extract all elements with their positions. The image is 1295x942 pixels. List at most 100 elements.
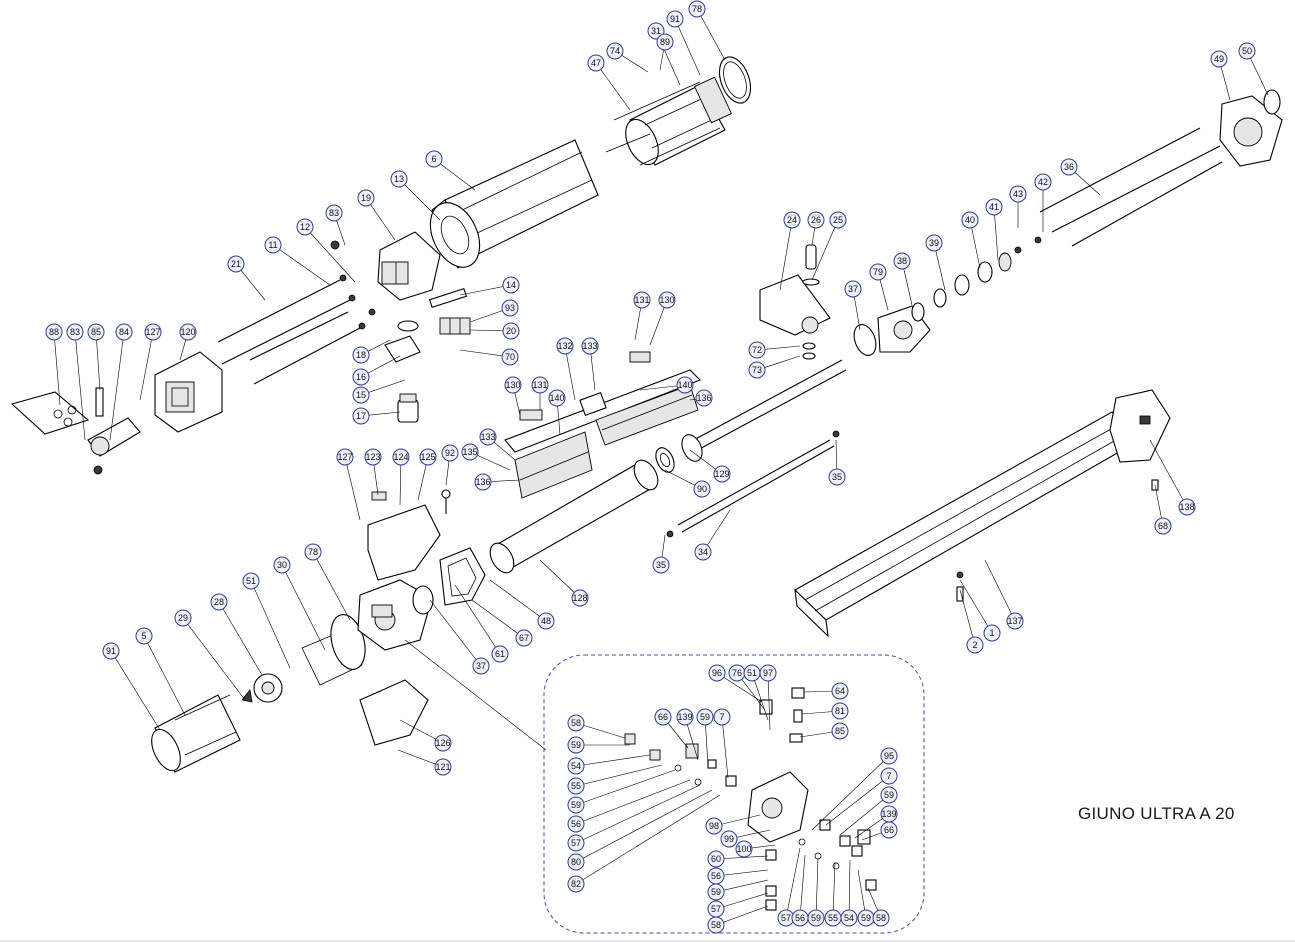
- callout-number: 132: [557, 341, 572, 351]
- callout-64: 64: [803, 682, 849, 700]
- callout-number: 19: [361, 193, 371, 203]
- leader-line: [959, 589, 976, 646]
- callout-circle: [869, 263, 887, 281]
- outer-profile: [794, 389, 1171, 638]
- callout-13: 13: [390, 170, 441, 221]
- callout-circle: [392, 448, 410, 466]
- callout-circle: [705, 817, 723, 835]
- callout-number: 66: [658, 712, 668, 722]
- callout-circle: [264, 236, 282, 254]
- callout-circle: [548, 389, 566, 407]
- callout-number: 55: [571, 781, 581, 791]
- callout-circle: [713, 708, 731, 726]
- callout-number: 5: [141, 631, 146, 641]
- leader-line: [109, 331, 125, 441]
- callout-47: 47: [587, 54, 631, 111]
- callout-98: 98: [705, 814, 761, 835]
- callout-circle: [567, 875, 585, 893]
- callout-circle: [357, 189, 375, 207]
- callout-circle: [504, 376, 522, 394]
- callout-circle: [985, 198, 1003, 216]
- callout-number: 131: [634, 295, 649, 305]
- callout-number: 139: [677, 712, 692, 722]
- callout-circle: [1238, 42, 1256, 60]
- callout-number: 92: [445, 448, 455, 458]
- callout-circle: [461, 443, 479, 461]
- rear-clevis: [87, 387, 141, 475]
- callout-number: 38: [897, 256, 907, 266]
- leader-line: [575, 794, 721, 885]
- callout-circle: [880, 821, 898, 839]
- callout-circle: [1060, 158, 1078, 176]
- callout-number: 91: [106, 646, 116, 656]
- callout-number: 41: [989, 202, 999, 212]
- leader-line: [250, 580, 291, 669]
- callout-number: 83: [70, 327, 80, 337]
- callout-56: 56: [707, 867, 769, 885]
- callout-circle: [179, 323, 197, 341]
- callout-circle: [352, 368, 370, 386]
- callout-circle: [581, 337, 599, 355]
- callout-number: 55: [828, 913, 838, 923]
- callout-circle: [893, 252, 911, 270]
- callout-140: 140: [548, 389, 566, 436]
- callout-number: 127: [337, 452, 352, 462]
- callout-circle: [273, 556, 291, 574]
- long-rods: [1039, 127, 1223, 247]
- leader-line: [715, 892, 769, 910]
- leader-line: [74, 331, 86, 441]
- callout-circle: [531, 376, 549, 394]
- callout-circle: [501, 299, 519, 317]
- leader-line: [433, 158, 476, 191]
- callout-circle: [1154, 517, 1172, 535]
- callout-number: 13: [394, 174, 404, 184]
- leader-line: [815, 857, 819, 919]
- callout-circle: [656, 33, 674, 51]
- callout-number: 85: [91, 327, 101, 337]
- callout-55: 55: [567, 764, 663, 795]
- callout-7: 7: [825, 767, 898, 826]
- callout-59: 59: [857, 869, 875, 927]
- callout-number: 88: [49, 327, 59, 337]
- callout-number: 43: [1013, 189, 1023, 199]
- leader-line: [454, 584, 501, 655]
- leader-line: [984, 559, 1016, 622]
- leader-line: [696, 8, 726, 61]
- callout-79: 79: [869, 263, 889, 311]
- callout-2: 2: [959, 589, 984, 654]
- callout-number: 125: [420, 452, 435, 462]
- callout-6: 6: [425, 150, 476, 191]
- callout-circle: [501, 348, 519, 366]
- callout-number: 7: [886, 771, 891, 781]
- callout-circle: [567, 777, 585, 795]
- callout-number: 67: [519, 633, 529, 643]
- callout-83: 83: [325, 204, 346, 246]
- callout-57: 57: [777, 847, 801, 927]
- callout-number: 56: [571, 819, 581, 829]
- callout-circle: [210, 593, 228, 611]
- callout-number: 35: [656, 560, 666, 570]
- callout-17: 17: [352, 407, 401, 425]
- callout-number: 58: [571, 718, 581, 728]
- leader-line: [218, 601, 263, 676]
- leader-line: [811, 219, 839, 281]
- callout-41: 41: [985, 198, 1003, 261]
- callout-circle: [748, 361, 766, 379]
- leader-line: [272, 244, 331, 286]
- leader-line: [365, 197, 396, 241]
- callout-circle: [831, 722, 849, 740]
- callout-circle: [441, 444, 459, 462]
- callout-number: 51: [246, 576, 256, 586]
- callout-120: 120: [179, 323, 197, 361]
- callout-circle: [693, 480, 711, 498]
- callout-number: 26: [811, 215, 821, 225]
- callout-circle: [66, 323, 84, 341]
- callout-number: 133: [480, 432, 495, 442]
- callout-circle: [587, 54, 605, 72]
- callout-circle: [735, 840, 753, 858]
- leader-line: [767, 672, 771, 731]
- callout-78: 78: [304, 543, 351, 621]
- leader-line: [53, 331, 61, 406]
- callout-circle: [296, 218, 314, 236]
- callout-circle: [1034, 173, 1052, 191]
